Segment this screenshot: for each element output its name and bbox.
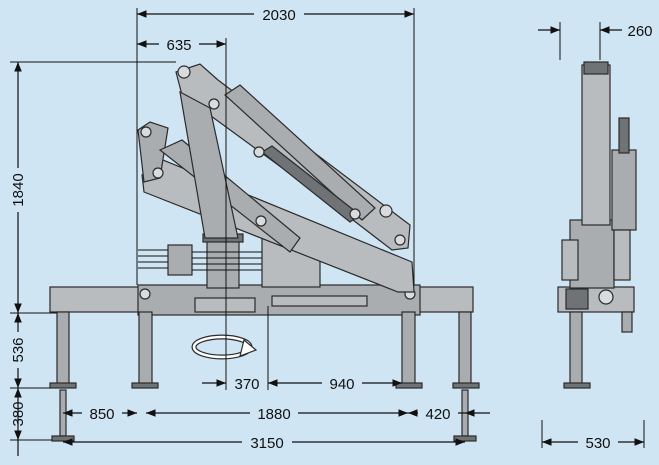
leg-extension-foot-left	[51, 435, 75, 442]
leg-extension-foot-right	[453, 435, 477, 442]
dim-530-label: 530	[585, 435, 610, 452]
leg-inner-left	[138, 311, 153, 385]
leg-outer-right	[458, 311, 472, 385]
boom-pin-1	[208, 98, 220, 110]
dimension-lines	[8, 5, 645, 456]
dim-3150-label: 3150	[250, 435, 283, 452]
dim-635-label: 635	[166, 37, 191, 54]
boom-support	[179, 90, 239, 239]
boom-pin-top	[177, 65, 191, 79]
side-base-block	[565, 288, 589, 310]
base-rail	[271, 295, 368, 307]
leg-foot-outer-right	[452, 382, 480, 389]
side-leg-left	[569, 311, 583, 385]
dim-260-label: 260	[627, 23, 652, 40]
dim-536-label: 536	[10, 337, 27, 362]
boom-pin-3	[152, 167, 164, 179]
control-valve-block	[167, 244, 193, 276]
side-tip	[618, 117, 630, 154]
boom-pin-4	[255, 215, 267, 227]
side-boom-cap	[583, 61, 609, 75]
boom-pin-5	[349, 208, 361, 220]
leg-outer-left	[56, 311, 70, 385]
side-cylinder	[611, 149, 637, 231]
tip-pin	[140, 126, 152, 138]
side-base-pin	[598, 289, 614, 305]
dim-1840-label: 1840	[10, 173, 27, 206]
side-leg-foot-left	[563, 382, 591, 389]
side-boom	[581, 64, 611, 226]
leg-foot-inner-right	[395, 382, 423, 389]
front-view	[49, 63, 480, 442]
boom-pin-7	[394, 234, 406, 246]
boom-pin-6	[379, 204, 393, 218]
leg-foot-inner-left	[131, 382, 159, 389]
dim-940-label: 940	[329, 376, 354, 393]
dim-2030-label: 2030	[262, 7, 295, 24]
dim-850-label: 850	[89, 406, 114, 423]
control-levers	[138, 249, 262, 271]
slewing-arrow-icon	[191, 334, 258, 360]
boom-pin-2	[253, 146, 265, 158]
hydraulic-cylinder	[224, 84, 376, 221]
side-leg-right	[621, 311, 633, 333]
dim-1880-label: 1880	[257, 406, 290, 423]
leg-inner-right	[401, 311, 416, 385]
dim-380-label: 380	[10, 401, 27, 426]
side-view	[557, 61, 637, 389]
dim-420-label: 420	[425, 406, 450, 423]
base-plate	[194, 297, 256, 313]
crane-column	[206, 237, 240, 289]
leg-foot-outer-left	[49, 382, 77, 389]
side-valve	[561, 239, 579, 281]
dim-370-label: 370	[234, 376, 259, 393]
base-pin-left	[139, 288, 151, 300]
side-support	[613, 229, 631, 281]
